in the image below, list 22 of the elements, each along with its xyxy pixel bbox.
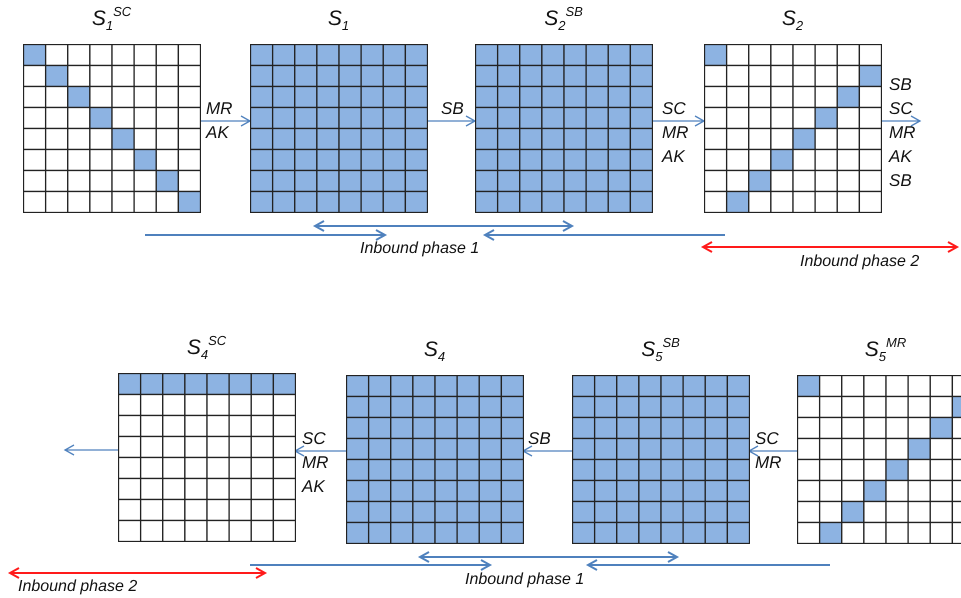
- arrow: [200, 115, 251, 127]
- matrix-label: S$_{4}$: [424, 339, 446, 363]
- arrow: [427, 115, 476, 127]
- arrow: [881, 115, 921, 127]
- edge-label: SB: [441, 98, 464, 120]
- edge-label: MR AK: [206, 98, 232, 144]
- edge-label: SC MR: [755, 428, 782, 474]
- arrow: [294, 445, 346, 457]
- arrow: [748, 445, 797, 457]
- phase-label: Inbound phase 2: [800, 253, 920, 271]
- arrow: [652, 115, 705, 127]
- edge-label: SC MR AK: [302, 428, 328, 498]
- arrow: [64, 444, 118, 456]
- edge-label: SB: [528, 428, 551, 450]
- arrow: [522, 445, 572, 457]
- matrix-label: S$_{1}$: [328, 8, 350, 32]
- edge-label: SC MR AK: [662, 98, 688, 168]
- edge-label: SB SC MR AK SB: [889, 74, 916, 192]
- matrix-label: S$_{2}$: [782, 8, 804, 32]
- phase-label: Inbound phase 1: [360, 240, 480, 258]
- phase-label: Inbound phase 1: [465, 571, 584, 589]
- phase-label: Inbound phase 2: [18, 578, 138, 596]
